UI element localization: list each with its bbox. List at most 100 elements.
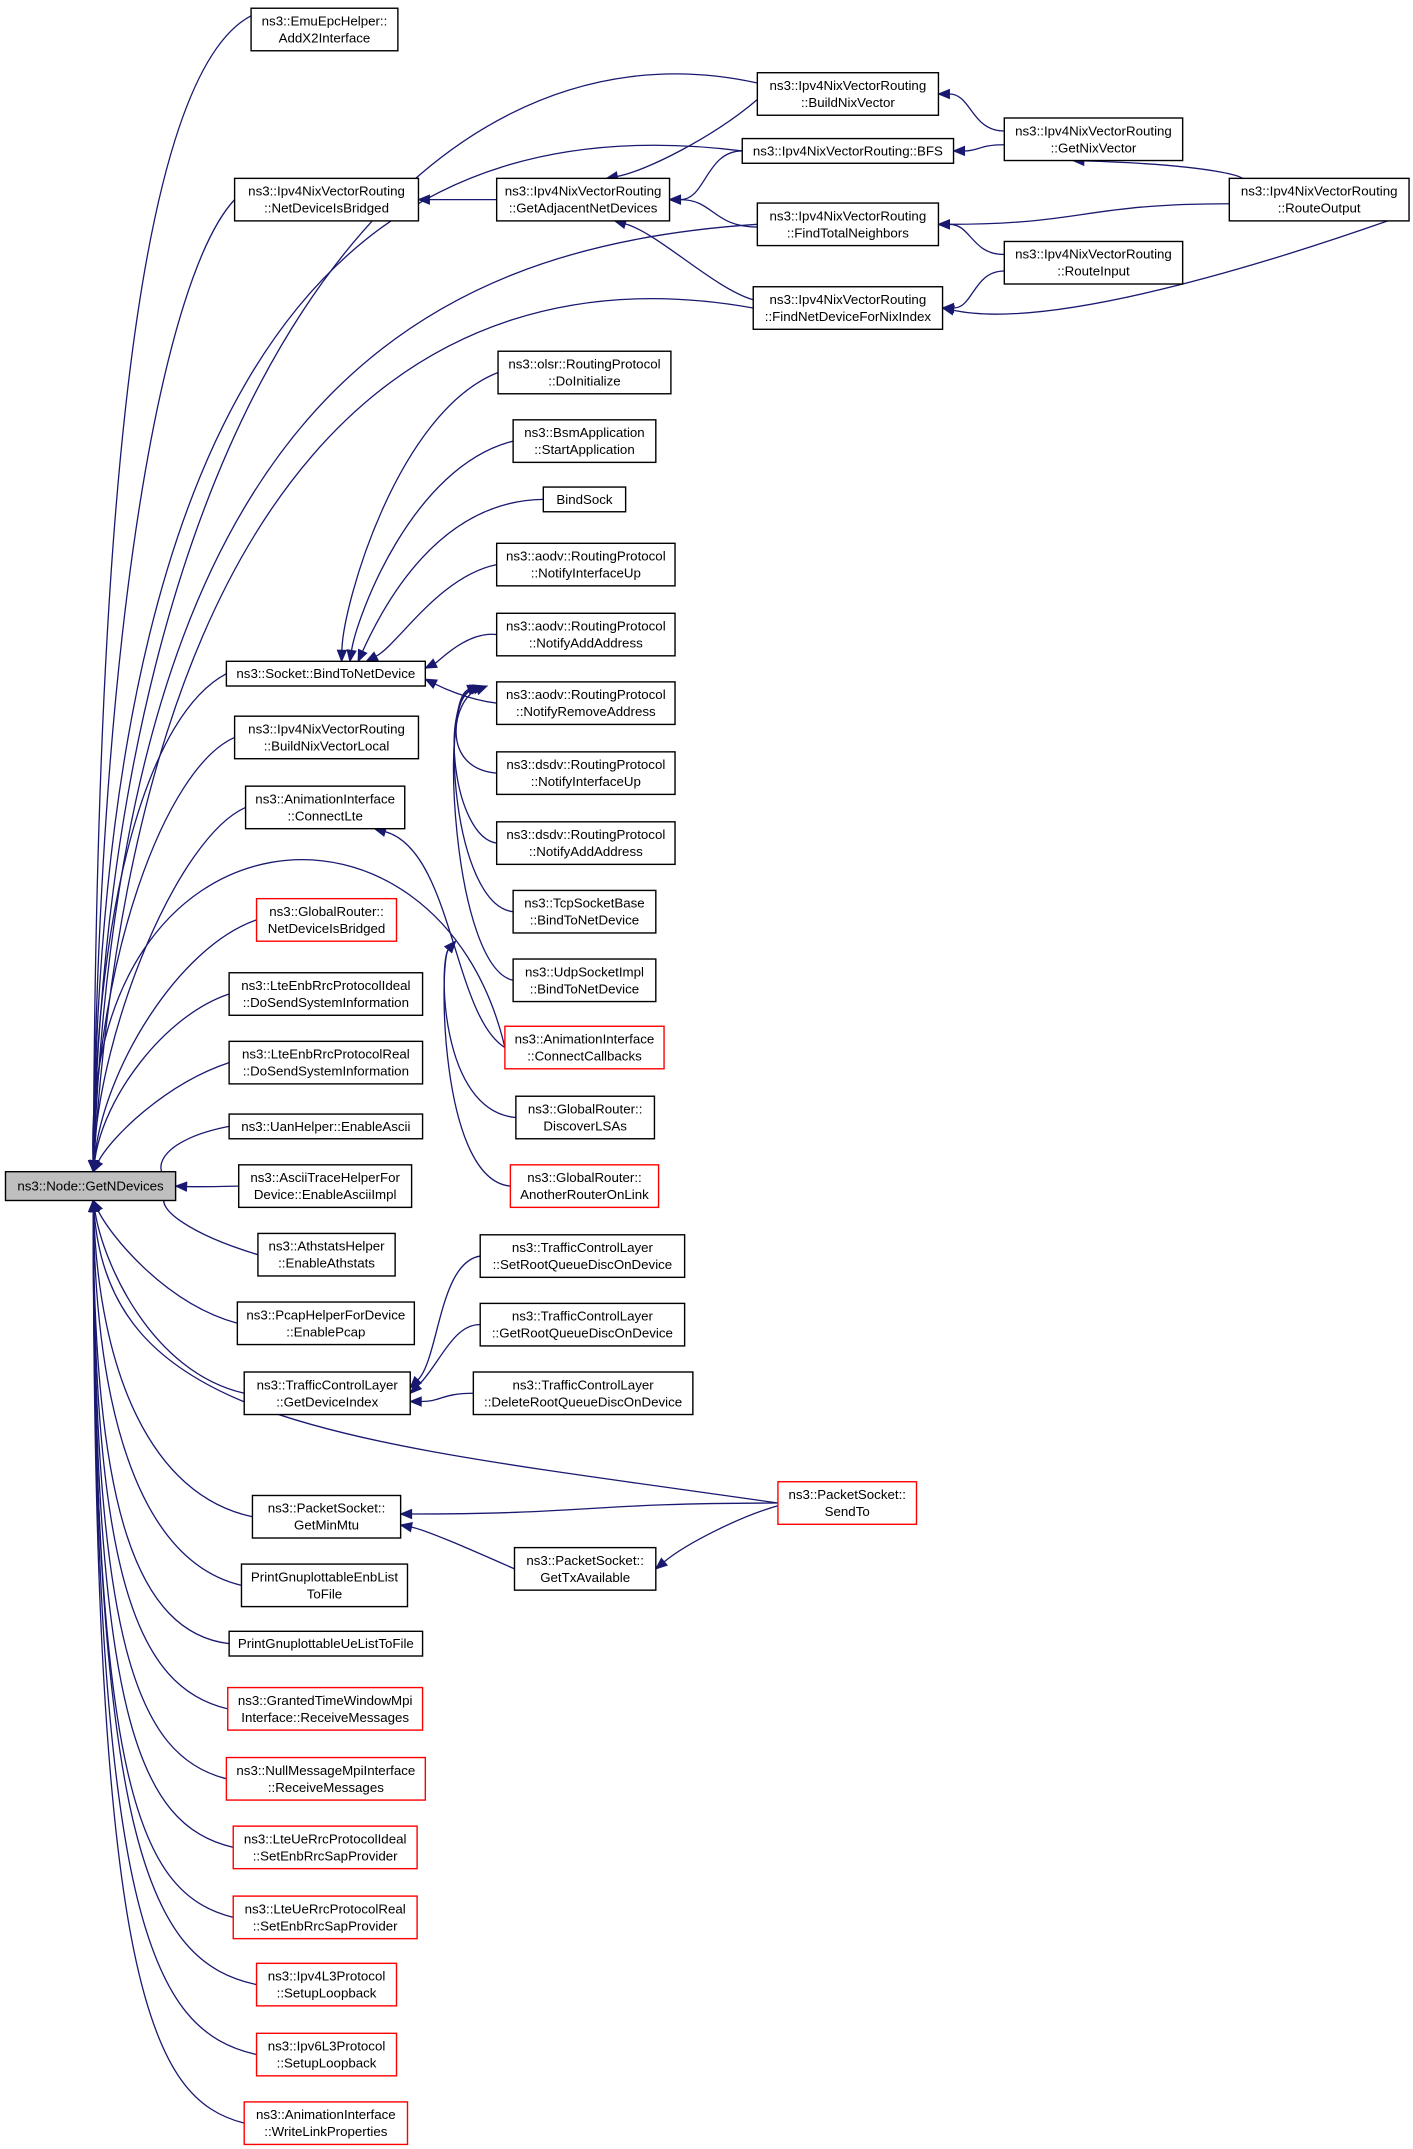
node-box[interactable] bbox=[232, 1895, 418, 1940]
node-box[interactable] bbox=[495, 681, 676, 726]
node-tc-get-root[interactable]: ns3::TrafficControlLayer::GetRootQueueDi… bbox=[479, 1302, 686, 1347]
node-box[interactable] bbox=[504, 1025, 665, 1070]
node-root[interactable]: ns3::Node::GetNDevices bbox=[4, 1170, 177, 1202]
node-ipv6l3-loopback[interactable]: ns3::Ipv6L3Protocol::SetupLoopback bbox=[255, 2032, 398, 2077]
node-box[interactable] bbox=[495, 542, 676, 587]
node-box[interactable] bbox=[513, 1546, 657, 1591]
node-ps-get-tx-available[interactable]: ns3::PacketSocket::GetTxAvailable bbox=[513, 1546, 657, 1591]
node-box[interactable] bbox=[479, 1234, 686, 1279]
node-box[interactable] bbox=[479, 1302, 686, 1347]
node-dsdv-if-up[interactable]: ns3::dsdv::RoutingProtocol::NotifyInterf… bbox=[495, 751, 676, 796]
node-box[interactable] bbox=[233, 177, 420, 222]
node-tc-get-device-index[interactable]: ns3::TrafficControlLayer::GetDeviceIndex bbox=[243, 1371, 411, 1416]
node-uan-enable-ascii[interactable]: ns3::UanHelper::EnableAscii bbox=[228, 1113, 424, 1140]
node-box[interactable] bbox=[515, 1095, 656, 1140]
node-box[interactable] bbox=[225, 660, 427, 687]
node-box[interactable] bbox=[509, 1164, 660, 1209]
node-gr-discover-lsas[interactable]: ns3::GlobalRouter::DiscoverLSAs bbox=[515, 1095, 656, 1140]
node-box[interactable] bbox=[495, 177, 671, 222]
node-ascii-trace[interactable]: ns3::AsciiTraceHelperForDevice::EnableAs… bbox=[238, 1164, 413, 1209]
node-box[interactable] bbox=[512, 419, 657, 464]
node-box[interactable] bbox=[228, 972, 424, 1016]
node-nix-route-input[interactable]: ns3::Ipv4NixVectorRouting::RouteInput bbox=[1003, 240, 1184, 285]
node-box[interactable] bbox=[255, 1962, 398, 2007]
node-box[interactable] bbox=[255, 897, 398, 942]
node-lte-enb-real[interactable]: ns3::LteEnbRrcProtocolReal::DoSendSystem… bbox=[228, 1040, 424, 1085]
node-athstats[interactable]: ns3::AthstatsHelper::EnableAthstats bbox=[257, 1232, 396, 1277]
node-anim-connect-lte[interactable]: ns3::AnimationInterface::ConnectLte bbox=[244, 785, 406, 830]
node-box[interactable] bbox=[512, 958, 657, 1003]
node-emu-addx2[interactable]: ns3::EmuEpcHelper::AddX2Interface bbox=[250, 7, 399, 52]
node-box[interactable] bbox=[495, 612, 676, 657]
node-tcp-bind[interactable]: ns3::TcpSocketBase::BindToNetDevice bbox=[512, 889, 657, 934]
node-box[interactable] bbox=[255, 2032, 398, 2077]
node-tc-set-root[interactable]: ns3::TrafficControlLayer::SetRootQueueDi… bbox=[479, 1234, 686, 1279]
node-box[interactable] bbox=[240, 1563, 409, 1608]
node-dsdv-add-addr[interactable]: ns3::dsdv::RoutingProtocol::NotifyAddAdd… bbox=[495, 821, 676, 866]
node-box[interactable] bbox=[756, 72, 940, 116]
node-box[interactable] bbox=[1003, 117, 1184, 162]
node-ipv4l3-loopback[interactable]: ns3::Ipv4L3Protocol::SetupLoopback bbox=[255, 1962, 398, 2007]
node-box[interactable] bbox=[542, 486, 627, 513]
node-bindsock[interactable]: BindSock bbox=[542, 486, 627, 513]
node-socket-bind[interactable]: ns3::Socket::BindToNetDevice bbox=[225, 660, 427, 687]
node-lte-enb-ideal[interactable]: ns3::LteEnbRrcProtocolIdeal::DoSendSyste… bbox=[228, 972, 424, 1016]
node-nix-find-total-neighbors[interactable]: ns3::Ipv4NixVectorRouting::FindTotalNeig… bbox=[756, 202, 940, 247]
node-lte-ue-ideal[interactable]: ns3::LteUeRrcProtocolIdeal::SetEnbRrcSap… bbox=[232, 1825, 418, 1870]
node-granted-mpi[interactable]: ns3::GrantedTimeWindowMpiInterface::Rece… bbox=[227, 1686, 424, 1731]
node-lte-ue-real[interactable]: ns3::LteUeRrcProtocolReal::SetEnbRrcSapP… bbox=[232, 1895, 418, 1940]
node-aodv-add-addr[interactable]: ns3::aodv::RoutingProtocol::NotifyAddAdd… bbox=[495, 612, 676, 657]
node-olsr-doinit[interactable]: ns3::olsr::RoutingProtocol::DoInitialize bbox=[497, 350, 672, 395]
node-box[interactable] bbox=[495, 821, 676, 866]
node-tc-delete-root[interactable]: ns3::TrafficControlLayer::DeleteRootQueu… bbox=[472, 1371, 694, 1416]
node-udp-bind[interactable]: ns3::UdpSocketImpl::BindToNetDevice bbox=[512, 958, 657, 1003]
node-box[interactable] bbox=[243, 1371, 411, 1416]
node-box[interactable] bbox=[495, 751, 676, 796]
node-box[interactable] bbox=[756, 202, 940, 247]
node-box[interactable] bbox=[1228, 177, 1410, 222]
node-box[interactable] bbox=[227, 1686, 424, 1731]
node-box[interactable] bbox=[233, 715, 420, 760]
node-nix-get-adjacent[interactable]: ns3::Ipv4NixVectorRouting::GetAdjacentNe… bbox=[495, 177, 671, 222]
node-print-ue[interactable]: PrintGnuplottableUeListToFile bbox=[228, 1630, 424, 1657]
node-aodv-remove-addr[interactable]: ns3::aodv::RoutingProtocol::NotifyRemove… bbox=[495, 681, 676, 726]
node-nix-route-output[interactable]: ns3::Ipv4NixVectorRouting::RouteOutput bbox=[1228, 177, 1410, 222]
node-null-mpi[interactable]: ns3::NullMessageMpiInterface::ReceiveMes… bbox=[225, 1756, 427, 1801]
node-nix-bfs[interactable]: ns3::Ipv4NixVectorRouting::BFS bbox=[741, 137, 955, 164]
node-nix-netdevice-bridged[interactable]: ns3::Ipv4NixVectorRouting::NetDeviceIsBr… bbox=[233, 177, 420, 222]
node-nix-get-nixvector[interactable]: ns3::Ipv4NixVectorRouting::GetNixVector bbox=[1003, 117, 1184, 162]
node-box[interactable] bbox=[243, 2101, 409, 2146]
node-anim-write-link[interactable]: ns3::AnimationInterface::WriteLinkProper… bbox=[243, 2101, 409, 2146]
node-box[interactable] bbox=[257, 1232, 396, 1277]
node-box[interactable] bbox=[752, 286, 944, 330]
node-box[interactable] bbox=[251, 1494, 402, 1539]
node-box[interactable] bbox=[741, 137, 955, 164]
node-box[interactable] bbox=[232, 1825, 418, 1870]
node-box[interactable] bbox=[777, 1481, 918, 1525]
node-pcap[interactable]: ns3::PcapHelperForDevice::EnablePcap bbox=[236, 1301, 416, 1346]
node-aodv-if-up[interactable]: ns3::aodv::RoutingProtocol::NotifyInterf… bbox=[495, 542, 676, 587]
node-box[interactable] bbox=[244, 785, 406, 830]
node-box[interactable] bbox=[4, 1170, 177, 1202]
node-box[interactable] bbox=[228, 1113, 424, 1140]
node-gr-netdevice-bridged[interactable]: ns3::GlobalRouter::NetDeviceIsBridged bbox=[255, 897, 398, 942]
node-nix-build-nixvector[interactable]: ns3::Ipv4NixVectorRouting::BuildNixVecto… bbox=[756, 72, 940, 116]
node-ps-get-min-mtu[interactable]: ns3::PacketSocket::GetMinMtu bbox=[251, 1494, 402, 1539]
node-box[interactable] bbox=[228, 1040, 424, 1085]
node-box[interactable] bbox=[238, 1164, 413, 1209]
node-box[interactable] bbox=[472, 1371, 694, 1416]
node-anim-connect-callbacks[interactable]: ns3::AnimationInterface::ConnectCallback… bbox=[504, 1025, 665, 1070]
node-box[interactable] bbox=[236, 1301, 416, 1346]
node-nix-find-netdevice-nix[interactable]: ns3::Ipv4NixVectorRouting::FindNetDevice… bbox=[752, 286, 944, 330]
node-gr-another-router[interactable]: ns3::GlobalRouter::AnotherRouterOnLink bbox=[509, 1164, 660, 1209]
node-box[interactable] bbox=[225, 1756, 427, 1801]
node-bsm-start[interactable]: ns3::BsmApplication::StartApplication bbox=[512, 419, 657, 464]
node-box[interactable] bbox=[1003, 240, 1184, 285]
node-box[interactable] bbox=[228, 1630, 424, 1657]
node-box[interactable] bbox=[497, 350, 672, 395]
node-box[interactable] bbox=[250, 7, 399, 52]
node-ps-send-to[interactable]: ns3::PacketSocket::SendTo bbox=[777, 1481, 918, 1525]
node-nix-build-local[interactable]: ns3::Ipv4NixVectorRouting::BuildNixVecto… bbox=[233, 715, 420, 760]
node-box[interactable] bbox=[512, 889, 657, 934]
